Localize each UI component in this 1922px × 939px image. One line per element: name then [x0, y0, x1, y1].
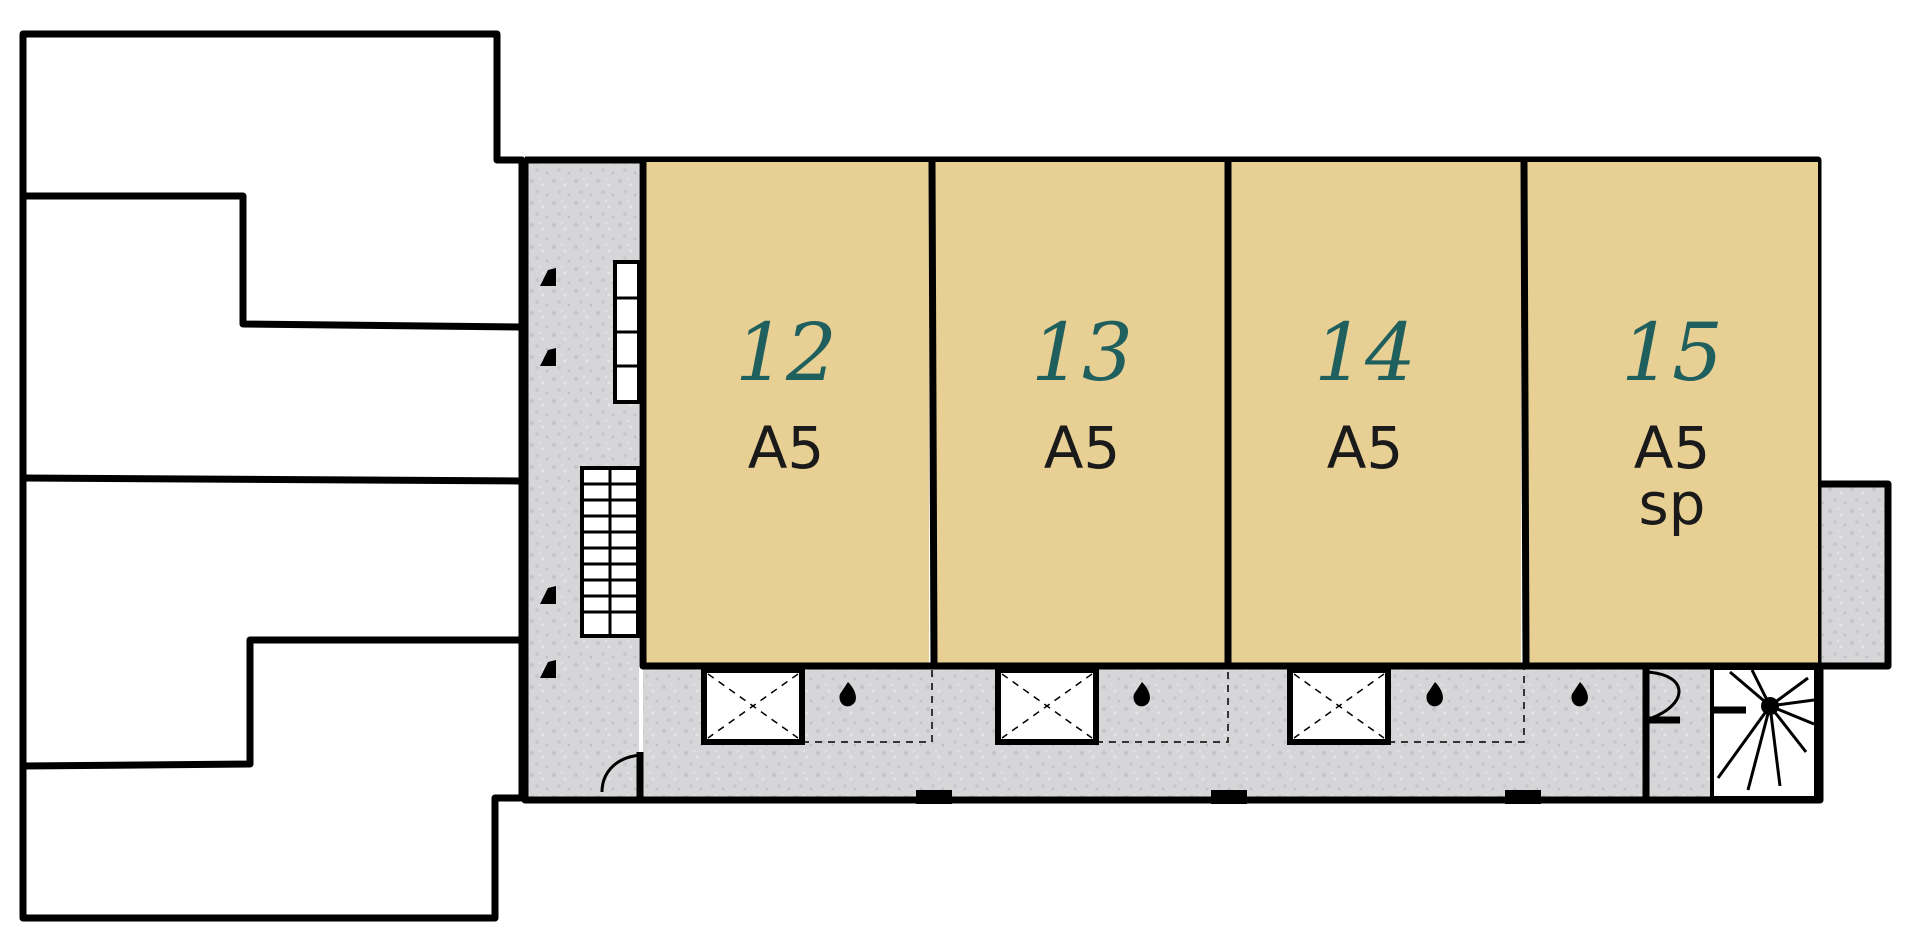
- unit-number: 14: [1314, 306, 1416, 399]
- door-swing-icon: [600, 260, 1681, 800]
- storage-outline: [802, 666, 1525, 743]
- unit-15-area: [1527, 162, 1818, 664]
- unit-14-area: [1231, 162, 1521, 664]
- unit-15[interactable]: 15 A5 sp: [1527, 162, 1818, 664]
- unit-14[interactable]: 14 A5: [1231, 162, 1521, 664]
- neighbour-partition: [23, 192, 521, 331]
- neighbour-partition: [22, 636, 520, 770]
- units: 12 A5 13 A5 14 A5 15 A5 sp: [639, 161, 1818, 670]
- unit-13[interactable]: 13 A5: [935, 162, 1225, 664]
- unit-number: 12: [735, 306, 837, 399]
- unit-type: A5: [1327, 414, 1404, 482]
- spiral-staircase-icon: [1710, 666, 1818, 800]
- wall-stub: [916, 790, 1541, 804]
- corridor-south: [643, 666, 1815, 800]
- unit-type: A5: [1634, 414, 1711, 482]
- entrance-marker-icon: [540, 268, 1588, 707]
- unit-type: A5: [1044, 414, 1121, 482]
- corridor-annex: [1818, 484, 1888, 666]
- storage-box-icon: [701, 667, 1391, 745]
- unit-12[interactable]: 12 A5: [643, 162, 929, 664]
- neighbour-building: [19, 30, 526, 922]
- staircase-icon: [580, 466, 640, 638]
- unit-13-area: [935, 162, 1225, 664]
- unit-number: 15: [1621, 306, 1723, 399]
- unit-note: sp: [1638, 470, 1705, 538]
- unit-12-area: [643, 162, 929, 664]
- unit-number: 13: [1031, 306, 1133, 399]
- neighbour-partition: [22, 474, 521, 485]
- unit-type: A5: [748, 414, 825, 482]
